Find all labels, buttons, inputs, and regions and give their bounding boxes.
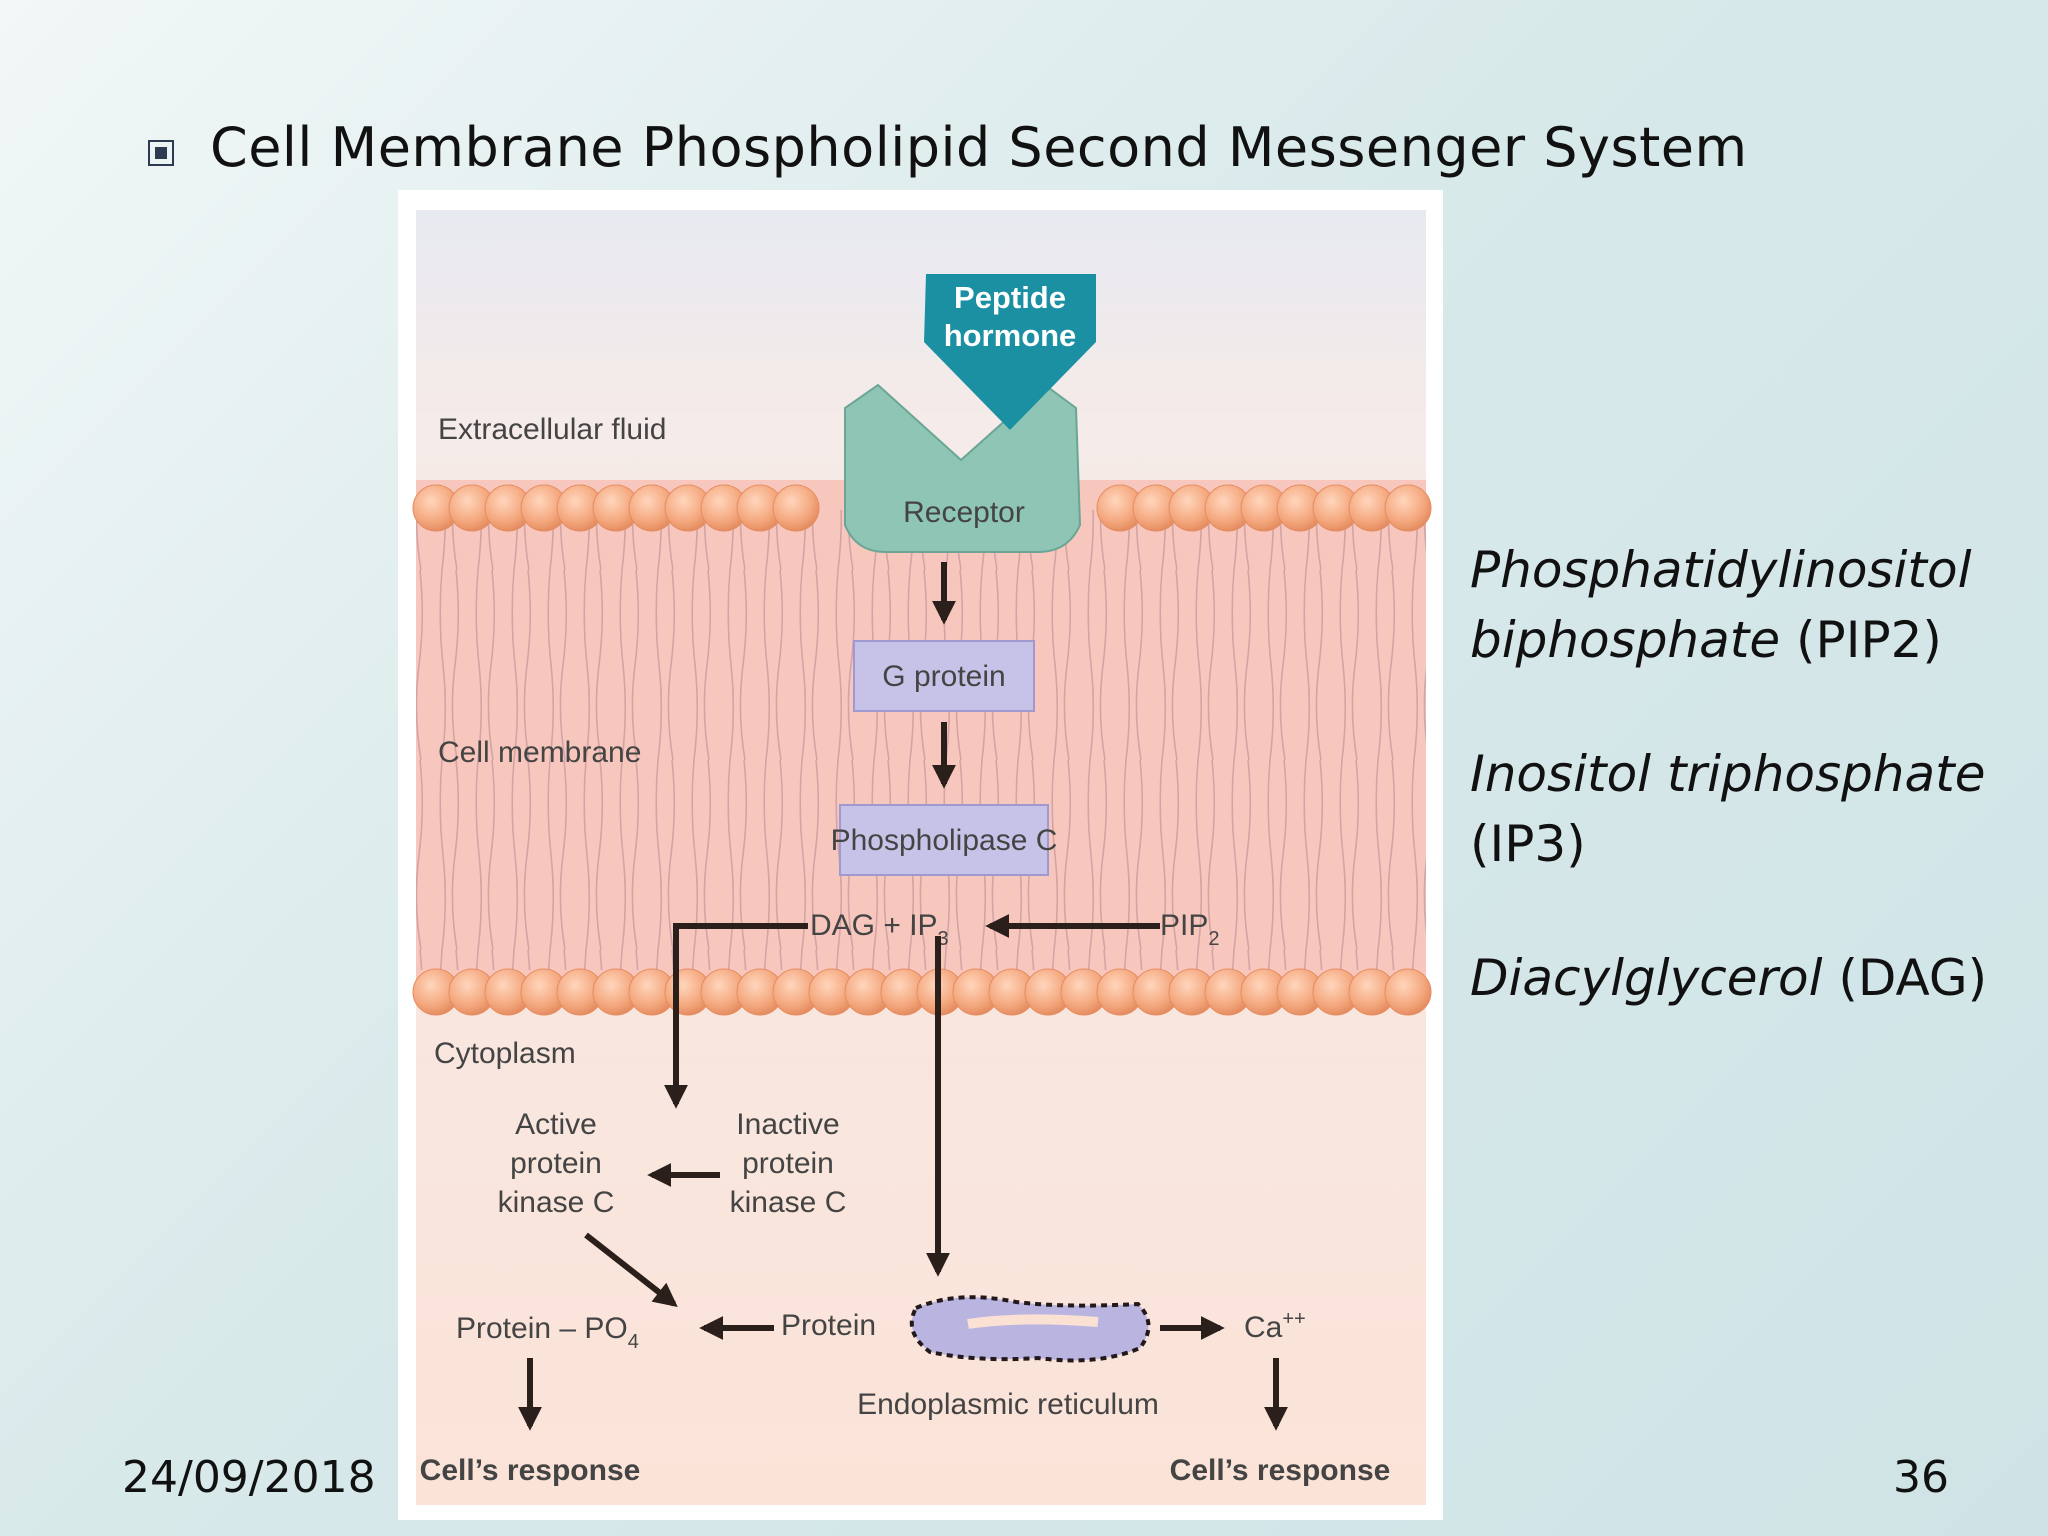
g-protein-label: G protein	[882, 660, 1005, 693]
protein-po4-label: Protein – PO4	[456, 1312, 639, 1353]
slide-date: 24/09/2018	[122, 1452, 376, 1503]
arrow-dag-to-pkc	[664, 923, 808, 1109]
g-protein-box	[853, 640, 1035, 712]
phospholipid-head	[1384, 484, 1432, 532]
lipid-tails	[416, 510, 1426, 970]
active-pkc-line1: Active	[515, 1108, 597, 1141]
hormone-label-2: hormone	[944, 318, 1077, 353]
phospholipase-c-label: Phospholipase C	[831, 824, 1058, 857]
hormone-label-1: Peptide	[954, 280, 1066, 315]
note-pip2: Phosphatidylinositol biphosphate (PIP2)	[1470, 535, 2030, 675]
calcium-label: Ca++	[1244, 1308, 1306, 1344]
note-ip3-line2: (IP3)	[1470, 815, 1586, 873]
cells-response-left: Cell’s response	[420, 1454, 641, 1487]
note-ip3-line1: Inositol triphosphate	[1470, 745, 1986, 803]
dag-ip3-label: DAG + IP3	[810, 909, 949, 950]
inactive-pkc-line3: kinase C	[730, 1186, 847, 1219]
terminology-notes: Phosphatidylinositol biphosphate (PIP2) …	[1470, 535, 2030, 1077]
membrane-bottom-heads	[412, 968, 1432, 1016]
endoplasmic-reticulum-label: Endoplasmic reticulum	[857, 1388, 1159, 1421]
endoplasmic-reticulum-shape	[909, 1295, 1151, 1363]
cell-membrane-label: Cell membrane	[438, 736, 641, 769]
cells-response-right: Cell’s response	[1170, 1454, 1391, 1487]
active-pkc-line3: kinase C	[498, 1186, 615, 1219]
cytoplasm-label: Cytoplasm	[434, 1037, 576, 1070]
phospholipase-c-box	[839, 804, 1049, 876]
active-pkc-line2: protein	[510, 1147, 602, 1180]
square-bullet-icon	[148, 139, 174, 166]
note-dag-line1: Diacylglycerol (DAG)	[1470, 949, 1988, 1007]
arrow-pkc-to-protein-po4	[584, 1232, 678, 1307]
slide-title: Cell Membrane Phospholipid Second Messen…	[210, 116, 1748, 179]
note-dag: Diacylglycerol (DAG)	[1470, 943, 2030, 1013]
peptide-hormone-shape	[924, 274, 1096, 430]
note-pip2-line2: biphosphate (PIP2)	[1470, 611, 1942, 669]
diagram-canvas: Peptide hormone Extracellular fluid Rece…	[412, 210, 1432, 1505]
protein-label: Protein	[781, 1309, 876, 1342]
phospholipid-head	[1384, 968, 1432, 1016]
slide-title-row: Cell Membrane Phospholipid Second Messen…	[148, 116, 1748, 179]
note-pip2-line1: Phosphatidylinositol	[1470, 541, 1972, 599]
membrane-top-heads	[412, 484, 1432, 532]
receptor-shape	[844, 383, 1082, 553]
inactive-pkc-line1: Inactive	[736, 1108, 839, 1141]
pip2-label: PIP2	[1160, 909, 1219, 950]
receptor-label: Receptor	[903, 496, 1025, 529]
inactive-pkc-line2: protein	[742, 1147, 834, 1180]
phospholipid-head	[772, 484, 820, 532]
signaling-diagram: Peptide hormone Extracellular fluid Rece…	[398, 190, 1443, 1520]
slide-number: 36	[1893, 1452, 1949, 1503]
extracellular-fluid-label: Extracellular fluid	[438, 413, 666, 446]
note-ip3: Inositol triphosphate (IP3)	[1470, 739, 2030, 879]
